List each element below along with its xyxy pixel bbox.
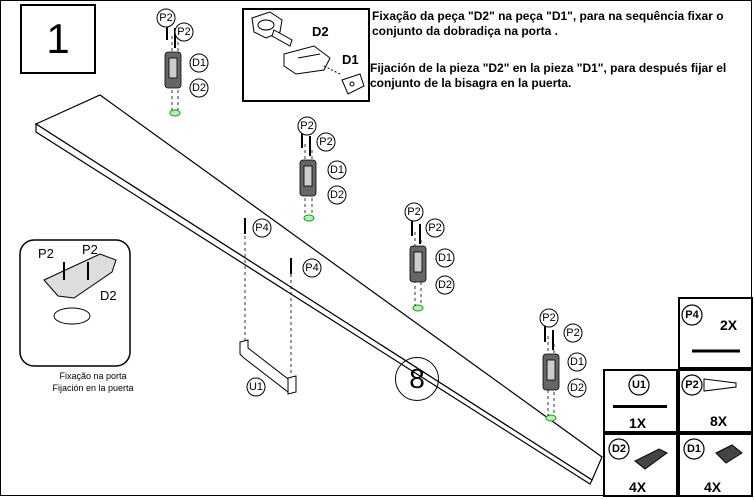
- hinge-d2-icon: D2: [608, 438, 668, 470]
- caption-portuguese: Fixação da peça "D2" na peça "D1", para …: [372, 9, 724, 38]
- caption-spanish: Fijación de la pieza "D2" en la pieza "D…: [370, 61, 727, 90]
- part-cell-u1: U1 1X: [603, 369, 678, 433]
- hinge-d1-icon: D1: [683, 438, 743, 464]
- part-cell-d1: D1 4X: [678, 433, 753, 497]
- callout-p2: P2: [428, 222, 441, 234]
- part-code-u1: U1: [632, 379, 646, 391]
- inset-label-p2: P2: [38, 246, 54, 261]
- mounting-plate-icon: [341, 73, 365, 95]
- callout-d2: D2: [438, 279, 452, 291]
- step-number-box: 1: [20, 4, 96, 74]
- part-cell-d2: D2 4X: [603, 433, 678, 497]
- door-fixing-inset: [19, 239, 131, 367]
- callout-d1: D1: [570, 356, 584, 368]
- part-qty-p2: 8X: [710, 413, 728, 429]
- part-qty-d1: 4X: [704, 479, 722, 495]
- board-number-label: 8: [409, 363, 425, 394]
- part-qty-d2: 4X: [629, 479, 647, 495]
- hinge-assembly-4: [542, 322, 560, 391]
- callout-d2: D2: [570, 382, 584, 394]
- inset-caption-pt: Fixação na porta: [59, 371, 127, 381]
- inset-label-d2: D2: [100, 288, 117, 303]
- inset-label-p2: P2: [82, 242, 98, 257]
- hinge-detail-box: D2 D1: [242, 8, 370, 102]
- part-qty-p4: 2X: [720, 317, 738, 333]
- hole-1: [169, 109, 181, 117]
- detail-label-d2: D2: [312, 24, 329, 39]
- hinge-assembly-2: [299, 128, 317, 197]
- callout-labels: P2 P2 D1 D2 P2 P2 D1 D2 P2 P2 D1 D2 P2 P…: [159, 12, 584, 394]
- hole-2: [303, 214, 315, 222]
- hinge-cup-icon: [251, 11, 293, 47]
- callout-p4: P4: [255, 222, 268, 234]
- screw-p4-icon: P4: [681, 304, 740, 353]
- handle-u1: [239, 339, 297, 395]
- callout-d2: D2: [192, 82, 206, 94]
- callout-p2: P2: [300, 120, 313, 132]
- part-qty-u1: 1X: [629, 415, 647, 431]
- callout-circles: [156, 8, 587, 398]
- hinge-arm-icon: [283, 45, 341, 75]
- detail-label-d1: D1: [342, 52, 359, 67]
- hinge-holes: [169, 109, 557, 422]
- callout-d1: D1: [192, 57, 206, 69]
- inset-caption: Fixação na porta Fijación en la puerta: [14, 370, 172, 394]
- part-cell-p2: P2 8X: [678, 369, 753, 433]
- callout-p2: P2: [566, 327, 579, 339]
- inset-labels: P2 P2 D2: [38, 242, 117, 303]
- callout-d1: D1: [330, 164, 344, 176]
- hole-3: [412, 304, 424, 312]
- callout-u1: U1: [249, 381, 263, 393]
- hole-4: [545, 414, 557, 422]
- hinge-detail-drawing: D2 D1: [251, 11, 365, 95]
- handle-u1-icon: U1: [613, 374, 667, 408]
- step-number: 1: [46, 15, 70, 62]
- part-code-p4: P4: [685, 309, 699, 321]
- screw-p2-icon: P2: [681, 374, 737, 396]
- callout-p2: P2: [177, 26, 190, 38]
- callout-p2: P2: [319, 136, 332, 148]
- callout-p4: P4: [305, 262, 318, 274]
- part-code-p2: P2: [685, 379, 698, 391]
- hinge-assembly-1: [164, 20, 182, 89]
- part-cell-p4: P4 2X: [678, 297, 753, 369]
- callout-p2: P2: [542, 312, 555, 324]
- callout-d2: D2: [330, 189, 344, 201]
- inset-caption-es: Fijación en la puerta: [52, 383, 134, 393]
- callout-p2: P2: [159, 12, 172, 24]
- part-code-d1: D1: [687, 443, 701, 455]
- part-code-d2: D2: [612, 443, 626, 455]
- hinge-assembly-3: [409, 216, 427, 283]
- board-number: 8: [395, 357, 439, 401]
- callout-p2: P2: [407, 206, 420, 218]
- parts-list: P4 2X U1 1X P2 8X D2 4X D1: [603, 297, 753, 497]
- callout-d1: D1: [438, 252, 452, 264]
